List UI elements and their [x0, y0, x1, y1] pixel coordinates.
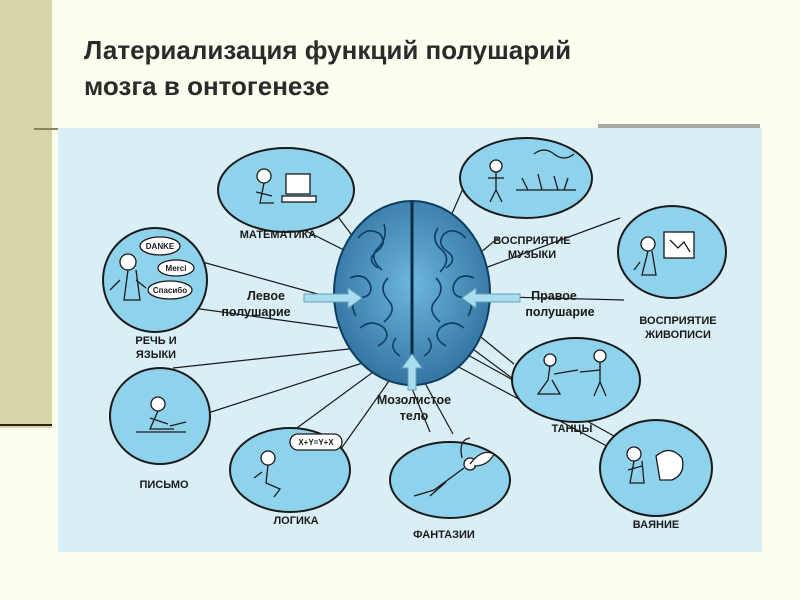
label-corpus-callosum-line1: Мозолистое	[377, 393, 451, 407]
label-right-hemisphere-line1: Правое	[531, 289, 577, 303]
label-dance: ТАНЦЫ	[552, 423, 593, 435]
label-painting-line1: ВОСПРИЯТИЕ	[639, 315, 716, 327]
label-mathematics: МАТЕМАТИКА	[240, 229, 317, 241]
label-writing: ПИСЬМО	[139, 479, 189, 491]
title-line-2: мозга в онтогенезе	[84, 68, 724, 104]
lateralization-diagram: DANKE Merci Спасибо X+Y=Y+X МАТЕМАТИКА Р…	[58, 128, 762, 552]
writing-circle	[110, 368, 210, 464]
label-music-line2: МУЗЫКИ	[508, 249, 556, 261]
sculpture-circle	[600, 420, 712, 516]
dance-circle	[512, 338, 640, 422]
speech-bubble-2: Merci	[166, 264, 187, 273]
label-speech-line1: РЕЧЬ И	[135, 335, 176, 347]
connector-logic-b	[338, 374, 394, 453]
label-fantasy: ФАНТАЗИИ	[413, 529, 475, 541]
label-left-hemisphere-line2: полушарие	[221, 305, 290, 319]
label-left-hemisphere-line1: Левое	[247, 289, 285, 303]
speech-bubble-3: Спасибо	[153, 286, 187, 295]
side-decoration-bar	[0, 0, 52, 428]
connector-writing-b	[208, 358, 378, 413]
music-circle	[460, 138, 592, 218]
label-corpus-callosum-line2: тело	[400, 409, 429, 423]
slide-title: Латериализация функций полушарий мозга в…	[84, 32, 724, 104]
speech-bubble-1: DANKE	[146, 242, 175, 251]
label-right-hemisphere-line2: полушарие	[525, 305, 594, 319]
connector-logic-a	[286, 364, 384, 436]
connector-writing-a	[173, 348, 358, 368]
label-music-line1: ВОСПРИЯТИЕ	[493, 235, 570, 247]
logic-formula: X+Y=Y+X	[298, 438, 334, 447]
label-logic: ЛОГИКА	[273, 515, 318, 527]
title-line-1: Латериализация функций полушарий	[84, 32, 724, 68]
label-painting-line2: ЖИВОПИСИ	[644, 329, 711, 341]
label-sculpture: ВАЯНИЕ	[633, 519, 679, 531]
title-rule-left	[34, 128, 60, 130]
diagram-panel: DANKE Merci Спасибо X+Y=Y+X МАТЕМАТИКА Р…	[58, 128, 762, 552]
side-divider-rule	[0, 424, 52, 426]
label-speech-line2: ЯЗЫКИ	[136, 349, 176, 361]
